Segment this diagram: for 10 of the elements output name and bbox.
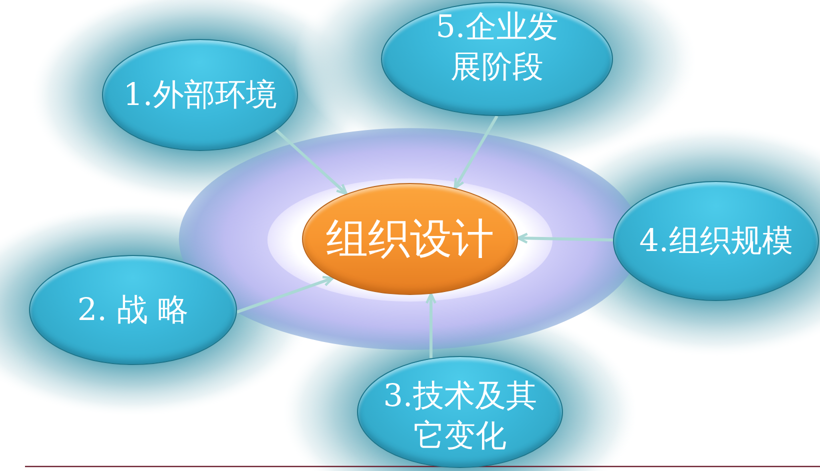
arrow (425, 292, 437, 358)
node-label: 1.外部环境 (122, 76, 278, 115)
node-label: 5.企业发展阶段 (434, 8, 560, 87)
node-label: 3.技术及其它变化 (382, 377, 538, 456)
node-label: 4.组织规模 (638, 222, 794, 261)
node-label: 组织设计 (325, 215, 495, 263)
arrow (275, 129, 348, 195)
arrow (454, 115, 498, 190)
arrow (516, 232, 614, 244)
node-label: 2. 战 略 (76, 291, 190, 330)
